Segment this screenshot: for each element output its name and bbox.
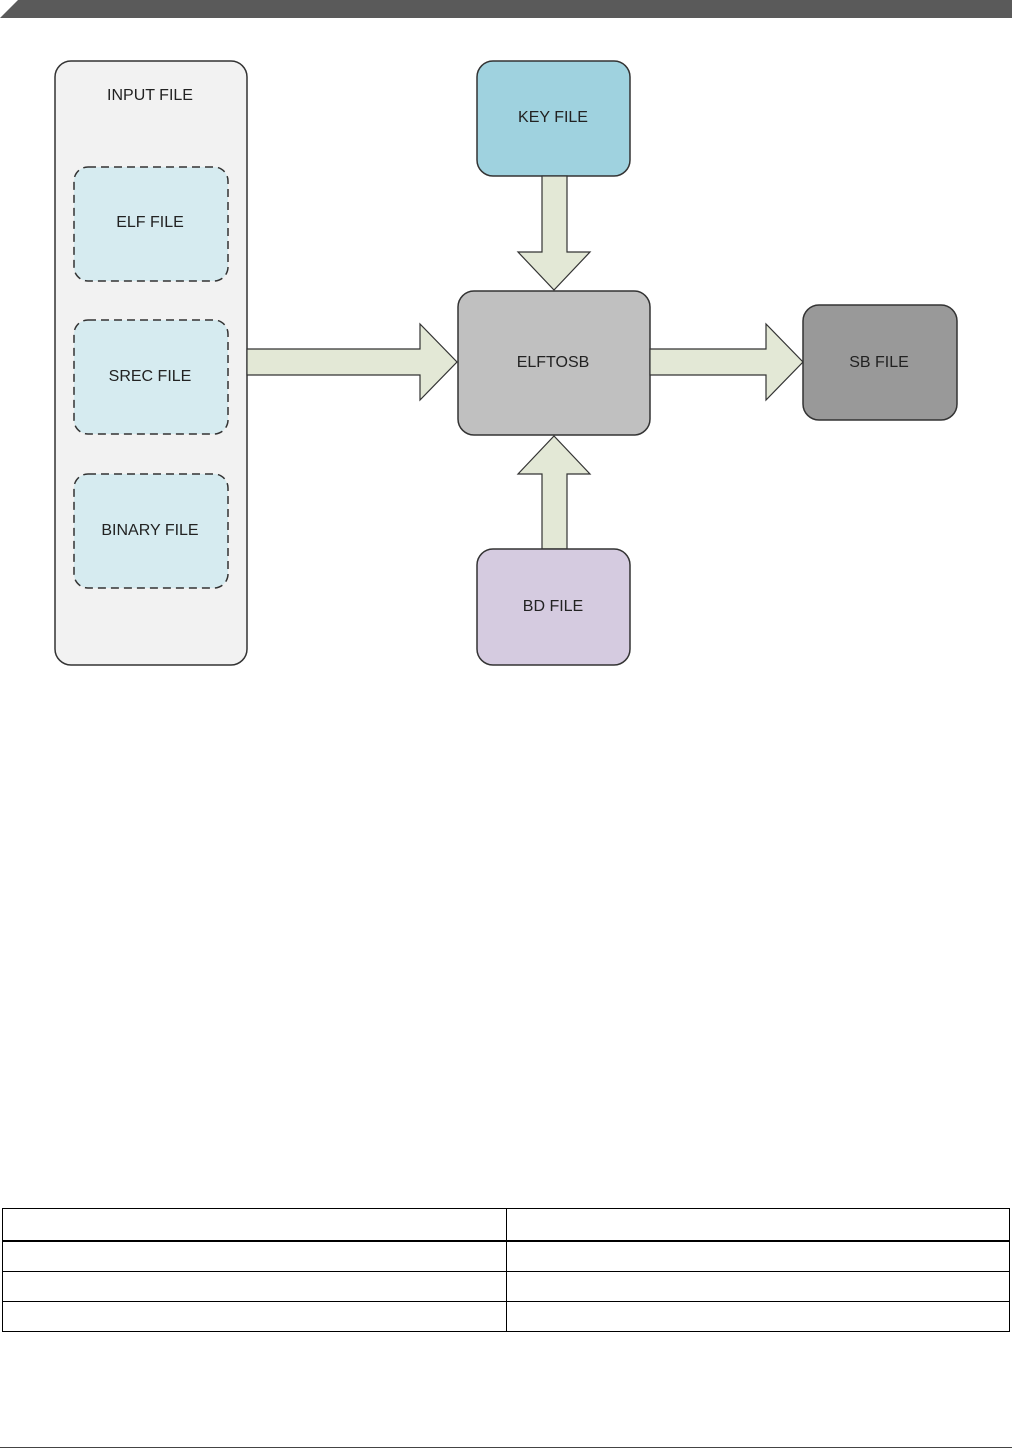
table-header-row (2, 1208, 1010, 1242)
elf-file-node: ELF FILE (73, 166, 229, 282)
table-cell (2, 1301, 507, 1332)
header-band-shape (0, 0, 1012, 18)
table-cell (506, 1271, 1010, 1302)
key-file-node: KEY FILE (476, 60, 631, 177)
table-cell (506, 1208, 1010, 1242)
empty-table (2, 1208, 1010, 1332)
table-cell (2, 1240, 507, 1272)
footer-rule (0, 1447, 1012, 1448)
sb-file-node: SB FILE (802, 304, 958, 421)
bd-file-label: BD FILE (523, 598, 583, 615)
table-cell (2, 1271, 507, 1302)
elftosb-label: ELFTOSB (517, 354, 590, 371)
binary-file-label: BINARY FILE (101, 522, 198, 539)
input-file-group-title: INPUT FILE (107, 87, 193, 104)
table-cell (2, 1208, 507, 1242)
table-row (2, 1271, 1010, 1302)
srec-file-node: SREC FILE (73, 319, 229, 435)
arrow-input-to-tool (246, 322, 458, 402)
table-row (2, 1240, 1010, 1272)
key-file-label: KEY FILE (518, 109, 588, 126)
elftosb-flow-diagram: INPUT FILE ELF FILE SREC FILE BINARY FIL… (54, 60, 958, 666)
elftosb-node: ELFTOSB (457, 290, 651, 436)
page-header-band (0, 0, 1012, 18)
arrow-bd-to-tool (516, 435, 592, 550)
arrow-key-to-tool (516, 175, 592, 291)
bd-file-node: BD FILE (476, 548, 631, 666)
elf-file-label: ELF FILE (116, 214, 184, 231)
arrow-tool-to-output (649, 322, 804, 402)
table-cell (506, 1240, 1010, 1272)
table-cell (506, 1301, 1010, 1332)
binary-file-node: BINARY FILE (73, 473, 229, 589)
sb-file-label: SB FILE (849, 354, 909, 371)
srec-file-label: SREC FILE (109, 368, 192, 385)
table-row (2, 1301, 1010, 1332)
